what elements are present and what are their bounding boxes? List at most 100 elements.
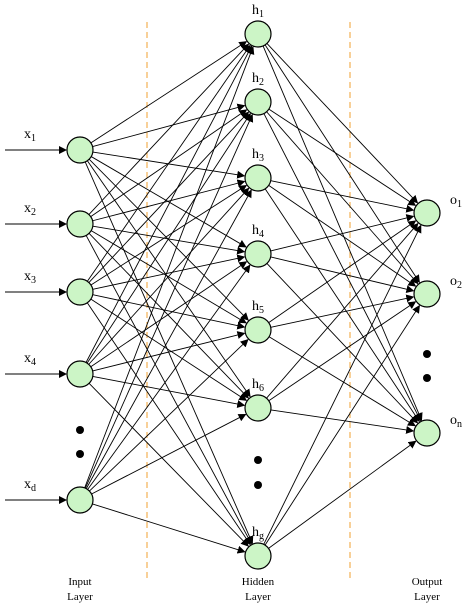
- input-layer-caption-line1: Input: [68, 576, 91, 588]
- input-node-5-label-main: x: [24, 477, 31, 492]
- output-node-3: [413, 419, 441, 447]
- hidden-node-6-label-main: h: [252, 377, 259, 392]
- input-node-3-label-main: x: [24, 269, 31, 284]
- edge-h1-o1: [266, 43, 419, 204]
- edge-h4-o2: [270, 256, 415, 294]
- hidden-node-1: [244, 20, 272, 48]
- output-node-1-label: o1: [450, 193, 462, 210]
- edge-x4-h5: [92, 331, 246, 372]
- input-node-1-label: x1: [24, 127, 36, 144]
- hidden-layer-caption-line1: Hidden: [242, 576, 275, 588]
- edge-x5-h2: [84, 113, 254, 489]
- hidden-node-3-label-sub: 3: [259, 153, 264, 164]
- edge-x5-h7: [92, 503, 246, 554]
- edge-h5-o2: [270, 294, 415, 328]
- input-node-3-label-sub: 3: [31, 275, 36, 286]
- hidden-node-4-label: h4: [252, 223, 264, 240]
- edge-x5-h3: [85, 189, 252, 489]
- edge-x3-h7: [86, 302, 251, 546]
- edge-x3-h3: [90, 185, 248, 286]
- output-layer-caption-line2: Layer: [414, 591, 440, 603]
- input-node-5-label-sub: d: [31, 483, 36, 494]
- hidden-node-7: [244, 542, 272, 570]
- edge-h4-o3: [266, 263, 419, 424]
- hidden-layer-caption-line2: Layer: [245, 591, 271, 603]
- edges-hidden-to-output: [262, 43, 423, 549]
- output-node-1-label-main: o: [450, 193, 457, 208]
- io-arrows: [5, 146, 67, 504]
- edge-h7-o1: [263, 224, 422, 545]
- hidden-node-3: [244, 164, 272, 192]
- edge-h5-o3: [268, 336, 416, 427]
- edge-h5-o1: [268, 220, 417, 323]
- edge-h1-o3: [262, 45, 423, 422]
- output-node-3-label-main: o: [450, 413, 457, 428]
- hidden-node-2-label: h2: [252, 71, 264, 88]
- hidden-node-5-label-sub: 5: [259, 305, 264, 316]
- edge-h6-o3: [270, 409, 415, 434]
- edge-x4-h2: [86, 112, 251, 364]
- edge-x1-h7: [84, 161, 254, 545]
- input-node-2-label-main: x: [24, 201, 31, 216]
- output-node-2: [413, 280, 441, 308]
- edge-x1-h2: [92, 103, 246, 148]
- edges-input-to-hidden: [84, 41, 255, 554]
- edge-x4-h7: [88, 382, 249, 547]
- edge-h4-o1: [270, 214, 415, 252]
- hidden-node-1-label-sub: 1: [259, 9, 264, 20]
- edge-x2-h6: [88, 233, 249, 399]
- output-node-3-label: on: [450, 413, 462, 430]
- hidden-node-5: [244, 316, 272, 344]
- input-node-3-label: x3: [24, 269, 36, 286]
- edge-x3-h1: [87, 44, 251, 282]
- output-ellipsis: [423, 350, 431, 382]
- hidden-node-1-label-main: h: [252, 3, 259, 18]
- input-node-1-label-main: x: [24, 127, 31, 142]
- input-node-4-label-main: x: [24, 351, 31, 366]
- edge-x2-h7: [85, 235, 252, 545]
- edge-h7-o2: [264, 304, 420, 546]
- hidden-node-6-label: h6: [252, 377, 264, 394]
- output-node-1: [413, 199, 441, 227]
- output-node-2-label: o2: [450, 274, 462, 291]
- hidden-node-6-label-sub: 6: [259, 383, 264, 394]
- output-node-3-label-sub: n: [457, 419, 462, 430]
- edge-h2-o1: [268, 108, 417, 206]
- edge-h3-o3: [264, 188, 420, 423]
- hidden-node-3-label-main: h: [252, 147, 259, 162]
- hidden-node-4-label-sub: 4: [259, 229, 264, 240]
- input-node-1: [66, 136, 94, 164]
- output-layer-caption-line1: Output: [412, 576, 443, 588]
- hidden-node-5-label-main: h: [252, 299, 259, 314]
- edge-h6-o1: [266, 222, 419, 399]
- input-node-4: [66, 360, 94, 388]
- edge-x3-h5: [92, 294, 246, 330]
- hidden-ellipsis: [254, 456, 262, 489]
- hidden-node-3-label: h3: [252, 147, 264, 164]
- edge-h7-o3: [268, 440, 417, 549]
- edge-x3-h2: [88, 111, 250, 283]
- edge-h3-o1: [270, 180, 415, 213]
- hidden-node-5-label: h5: [252, 299, 264, 316]
- edge-x2-h1: [88, 43, 250, 215]
- input-node-3: [66, 278, 94, 306]
- output-node-2-label-main: o: [450, 274, 457, 289]
- hidden-node-2-label-sub: 2: [259, 77, 264, 88]
- edge-x1-h1: [90, 41, 248, 144]
- edge-h6-o2: [268, 301, 417, 402]
- hidden-node-7-label-sub: g: [259, 531, 264, 542]
- edge-h2-o2: [266, 111, 419, 285]
- input-node-5: [66, 486, 94, 514]
- edge-x5-h6: [91, 413, 247, 495]
- edge-h2-o3: [263, 113, 422, 422]
- hidden-node-2-label-main: h: [252, 71, 259, 86]
- input-node-4-label: x4: [24, 351, 36, 368]
- input-node-2-label-sub: 2: [31, 207, 36, 218]
- edge-x5-h1: [84, 46, 255, 489]
- hidden-node-7-label-main: h: [252, 525, 259, 540]
- hidden-node-4: [244, 240, 272, 268]
- input-node-1-label-sub: 1: [31, 133, 36, 144]
